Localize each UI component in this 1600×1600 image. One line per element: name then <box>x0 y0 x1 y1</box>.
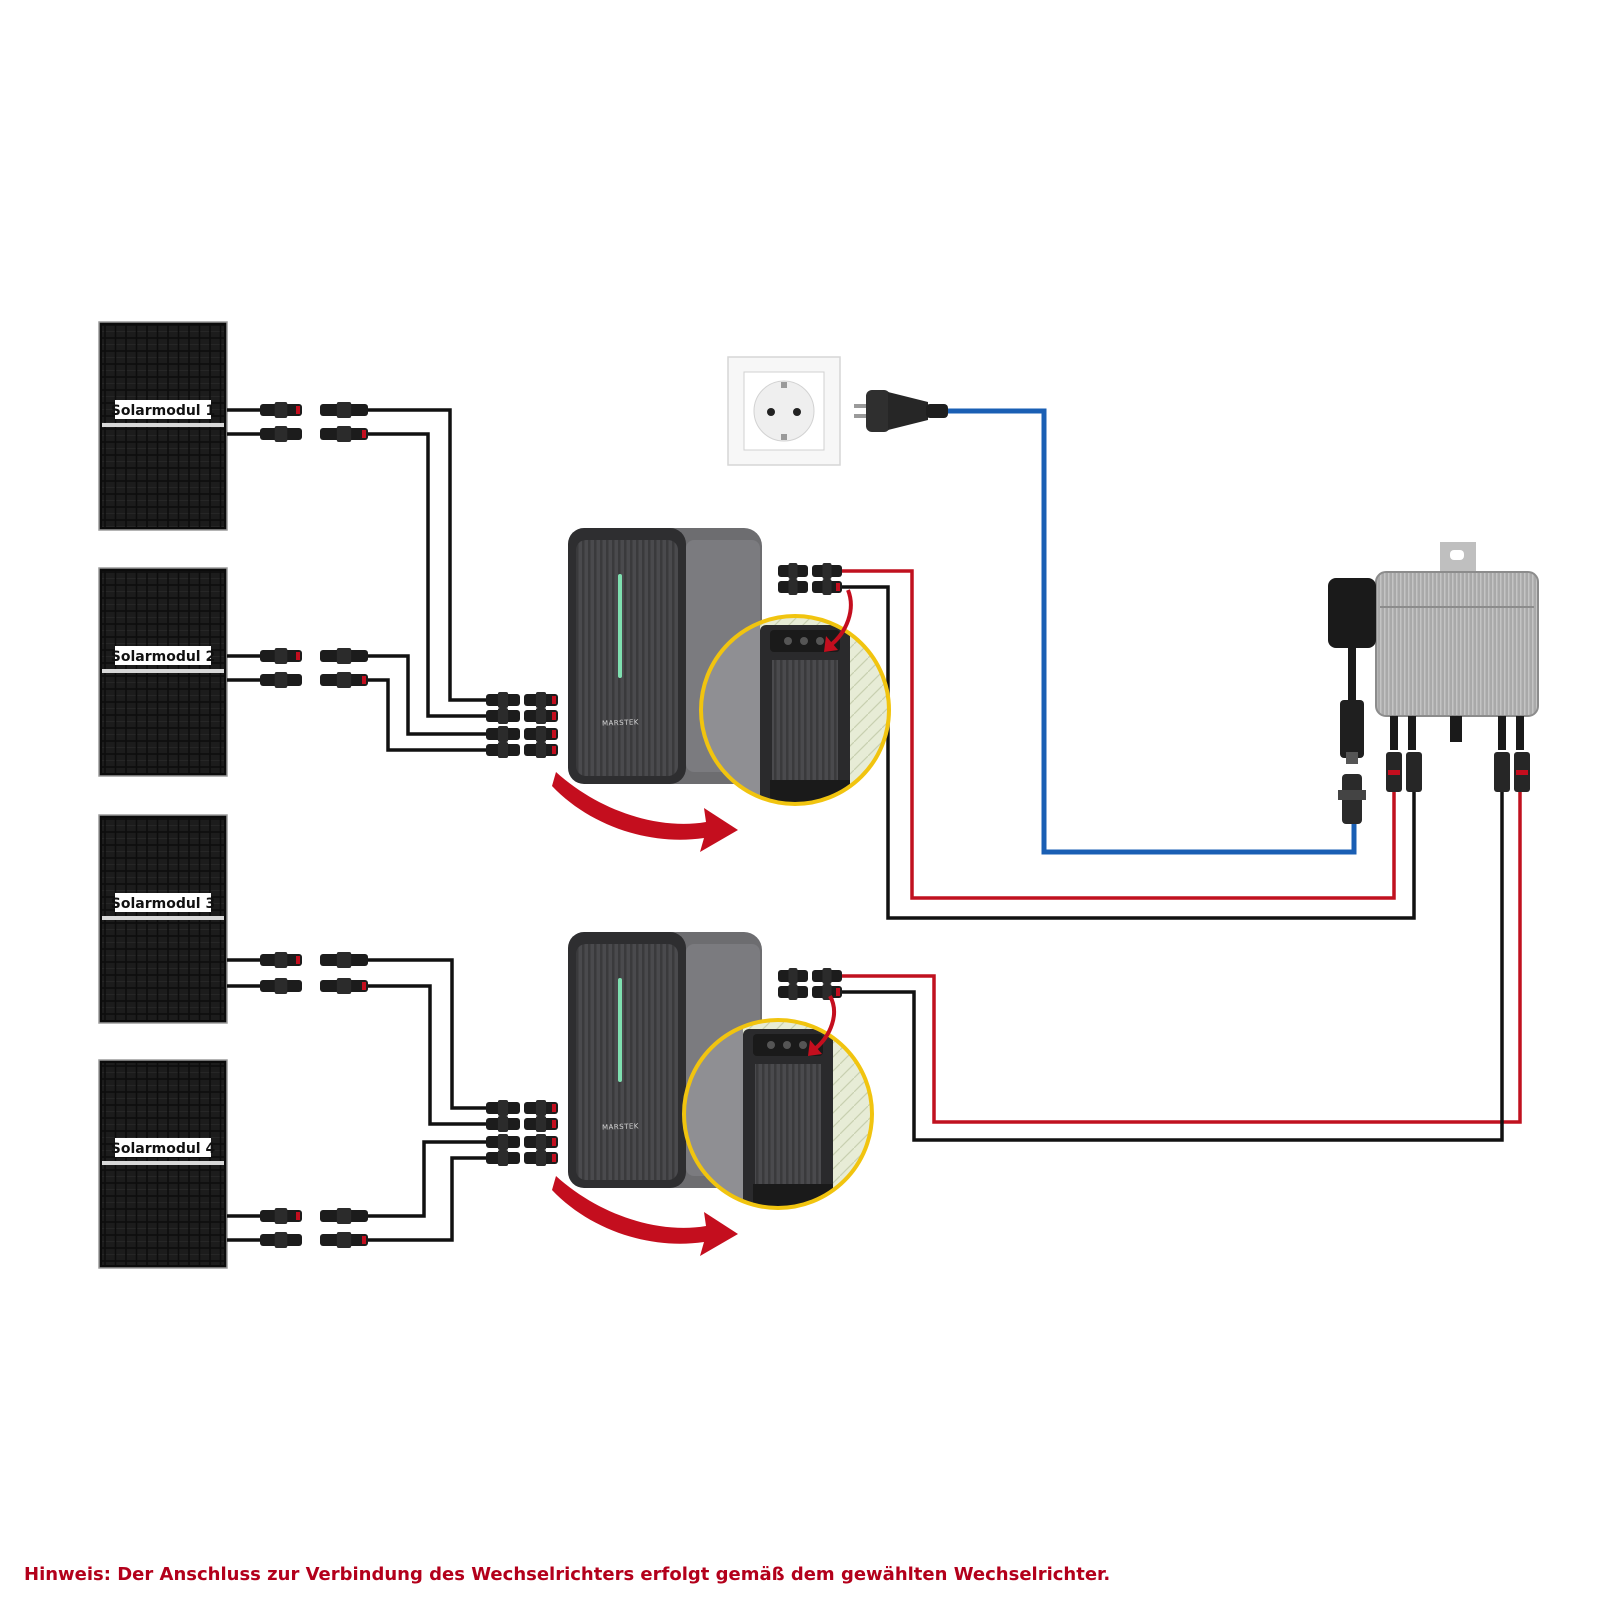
mc4-connector-icon <box>778 984 808 1000</box>
storage-brand-label: MARSTEK <box>602 1122 639 1131</box>
ac-cable <box>948 408 1357 855</box>
mc4-connector-icon <box>812 563 842 579</box>
mc4-connector-icon <box>260 672 302 688</box>
panel-label: Solarmodul 3 <box>111 896 215 912</box>
panel-label: Solarmodul 1 <box>111 403 215 419</box>
dc-wires-storage-1-to-inverter <box>838 569 1416 920</box>
mc4-connector-icon <box>260 402 302 418</box>
mc4-connector-icon <box>320 672 368 688</box>
connector-zoom-inset-1 <box>699 589 891 806</box>
wall-socket-icon <box>727 356 841 466</box>
mc4-connector-icon <box>524 1100 558 1116</box>
solar-panel-3: Solarmodul 3 <box>98 814 228 1024</box>
mc4-connector-icon <box>320 426 368 442</box>
mc4-connector-icon <box>320 1232 368 1248</box>
mc4-connector-icon <box>486 742 520 758</box>
mc4-connector-icon <box>486 1100 520 1116</box>
mc4-connector-icon <box>320 952 368 968</box>
arrow-icon <box>552 772 738 852</box>
mc4-connector-icon <box>260 1232 302 1248</box>
arrow-icon <box>830 589 853 646</box>
connector-zoom-inset-2 <box>682 995 874 1210</box>
panel-label: Solarmodul 2 <box>111 649 215 665</box>
mc4-connector-icon <box>320 1208 368 1224</box>
mc4-connector-icon <box>524 708 558 724</box>
mc4-connector-icon <box>260 426 302 442</box>
mc4-connector-icon <box>524 726 558 742</box>
mc4-connector-icon <box>320 402 368 418</box>
installation-note: Hinweis: Der Anschluss zur Verbindung de… <box>24 1564 1111 1585</box>
mc4-connector-icon <box>320 648 368 664</box>
mc4-connector-icon <box>260 1208 302 1224</box>
mc4-connector-icon <box>486 726 520 742</box>
mc4-connector-icon <box>812 968 842 984</box>
mc4-connector-icon <box>486 1150 520 1166</box>
arrow-icon <box>814 995 836 1050</box>
mc4-connector-icon <box>524 692 558 708</box>
schuko-plug-icon <box>854 390 948 432</box>
mc4-connector-icon <box>812 579 842 595</box>
dc-wires-storage-2-to-inverter <box>838 792 1522 1142</box>
mc4-connector-icon <box>320 978 368 994</box>
mc4-connector-icon <box>778 563 808 579</box>
mc4-connector-icon <box>524 742 558 758</box>
solar-panel-2: Solarmodul 2 <box>98 567 228 777</box>
mc4-connector-icon <box>812 984 842 1000</box>
mc4-connector-icon <box>486 692 520 708</box>
mc4-connector-icon <box>260 978 302 994</box>
arrow-icon <box>552 1176 738 1256</box>
mc4-connector-icon <box>524 1150 558 1166</box>
mc4-connector-icon <box>778 579 808 595</box>
mc4-connector-icon <box>486 708 520 724</box>
mc4-connector-icon <box>778 968 808 984</box>
storage-brand-label: MARSTEK <box>602 718 639 727</box>
solar-panel-1: Solarmodul 1 <box>98 321 228 531</box>
mc4-connector-icon <box>486 1134 520 1150</box>
mc4-connector-icon <box>524 1116 558 1132</box>
dc-wires-storage-1 <box>368 408 488 752</box>
mc4-connector-icon <box>486 1116 520 1132</box>
dc-wires-storage-2 <box>368 958 488 1242</box>
mc4-connector-icon <box>260 952 302 968</box>
mc4-connector-icon <box>260 648 302 664</box>
mc4-connector-icon <box>524 1134 558 1150</box>
panel-label: Solarmodul 4 <box>111 1141 216 1157</box>
microinverter-icon <box>1328 542 1539 824</box>
solar-panel-4: Solarmodul 4 <box>98 1059 228 1269</box>
